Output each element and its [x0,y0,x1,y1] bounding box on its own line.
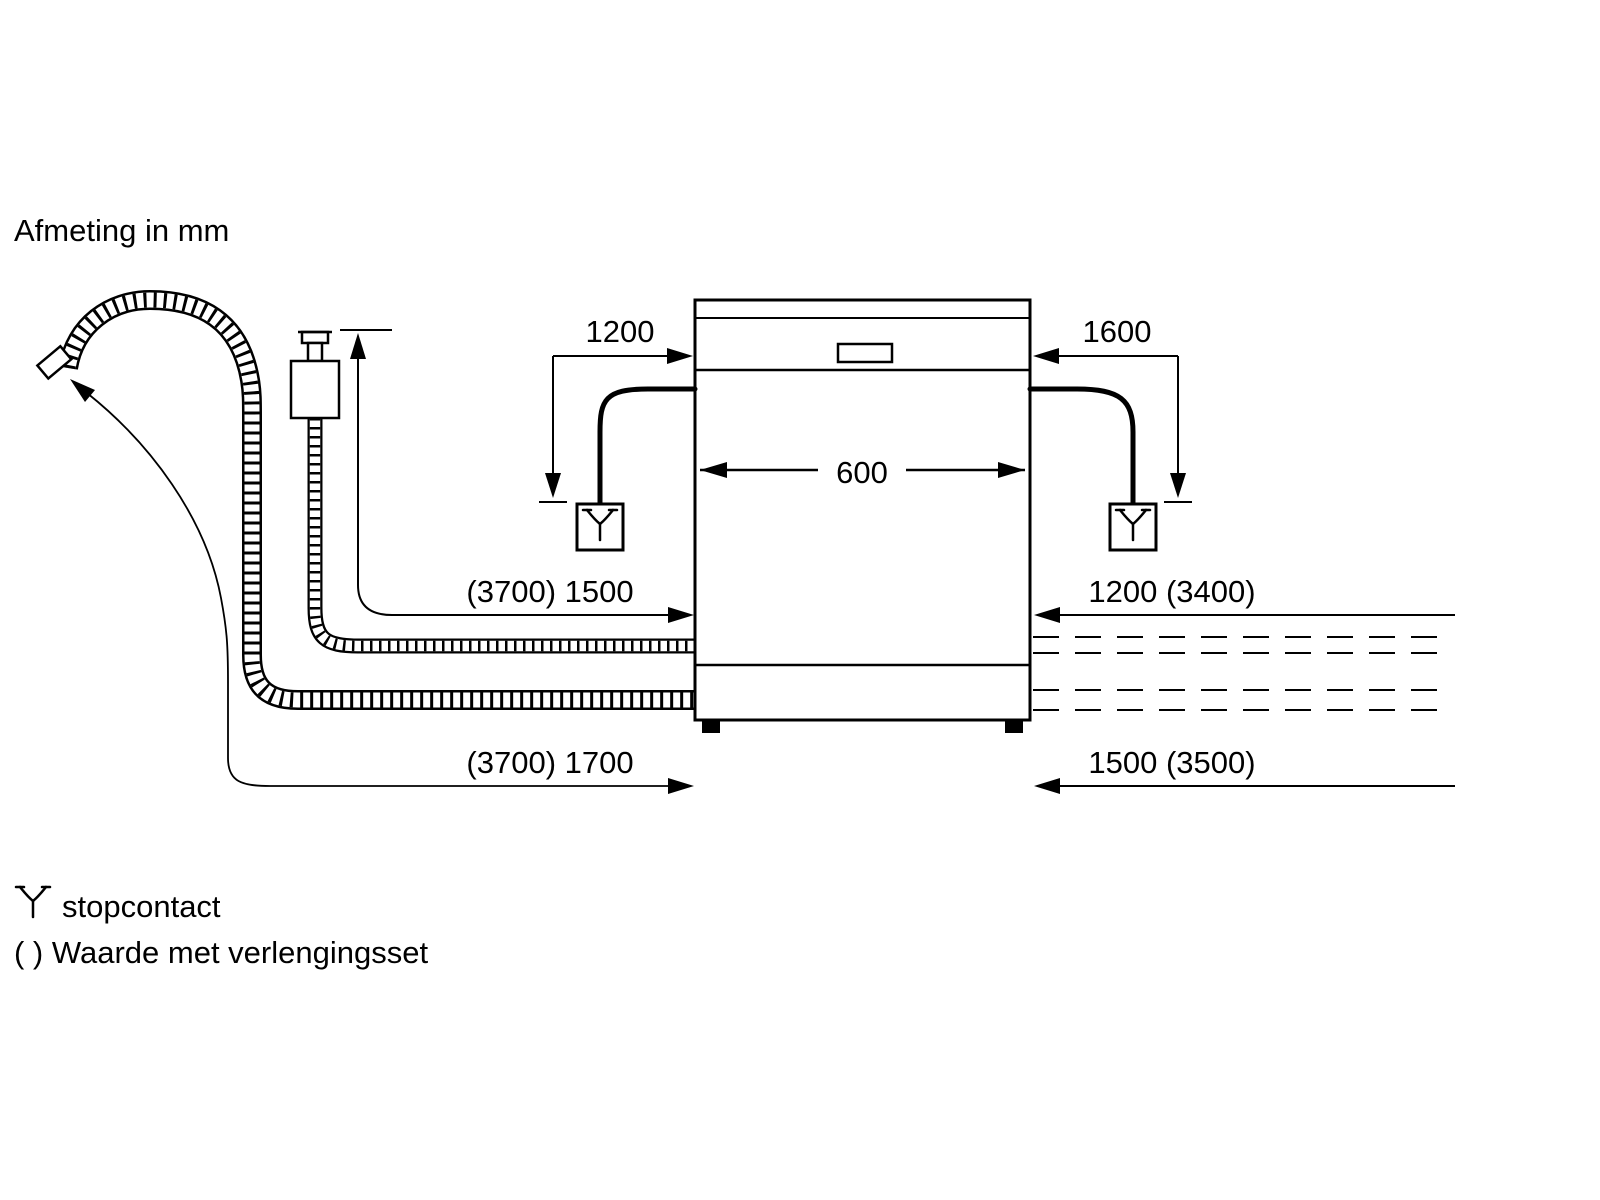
valve-cap [300,330,330,345]
arrow-right-icon [668,607,694,623]
dimension-drain-left: (3700) 1700 [70,379,694,794]
right-socket [1108,502,1158,552]
dim-label-cord-left: 1200 [586,314,655,349]
drain-hose [35,300,695,700]
dimension-cord-left: 1200 [539,314,693,503]
dim-label-drain-left: (3700) 1700 [466,745,633,780]
dim-line [357,357,670,616]
hose-continuation-dashed [1033,636,1452,711]
arrow-up-icon [350,333,366,359]
dishwasher [693,298,1032,733]
arrow-left-icon [1034,778,1060,794]
valve-body [289,359,341,420]
legend-socket-label: stopcontact [62,889,221,924]
dim-label-width: 600 [836,455,888,490]
label-mask [818,449,906,491]
arrow-left-icon [1033,348,1059,364]
dimension-cord-right: 1600 [1033,314,1192,503]
valve-neck [306,341,324,363]
left-power-cable [597,386,698,507]
arrow-down-icon [545,473,561,498]
legend: stopcontact ( ) Waarde met verlengingsse… [14,885,428,970]
left-foot [702,720,720,733]
dimension-width: 600 [700,449,1025,491]
dim-label-supply-left: (3700) 1500 [466,574,633,609]
dim-line [86,392,670,787]
socket-box [575,502,625,552]
diagram-title: Afmeting in mm [14,213,229,248]
dimension-supply-right: 1200 (3400) [1034,574,1455,623]
dimension-supply-left: (3700) 1500 [340,329,694,623]
cable-line [597,386,698,507]
dim-label-drain-right: 1500 (3500) [1088,745,1255,780]
dimension-drain-right: 1500 (3500) [1034,745,1455,794]
arrow-right-icon [667,348,693,364]
arrow-left-icon [1034,607,1060,623]
cable-line [1027,386,1136,507]
aquastop-valve [289,330,341,420]
arrow-down-icon [1170,473,1186,498]
left-socket [575,502,625,552]
right-power-cable [1027,386,1136,507]
dim-label-cord-right: 1600 [1083,314,1152,349]
arrow-left-icon [700,462,727,478]
arrow-right-icon [668,778,694,794]
arrow-right-icon [998,462,1025,478]
control-display [836,342,894,364]
arrow-up-left-icon [70,379,95,402]
drain-hose-end-cap [35,344,74,381]
right-foot [1005,720,1023,733]
dim-label-supply-right: 1200 (3400) [1088,574,1255,609]
legend-extension-note: ( ) Waarde met verlengingsset [14,935,428,970]
